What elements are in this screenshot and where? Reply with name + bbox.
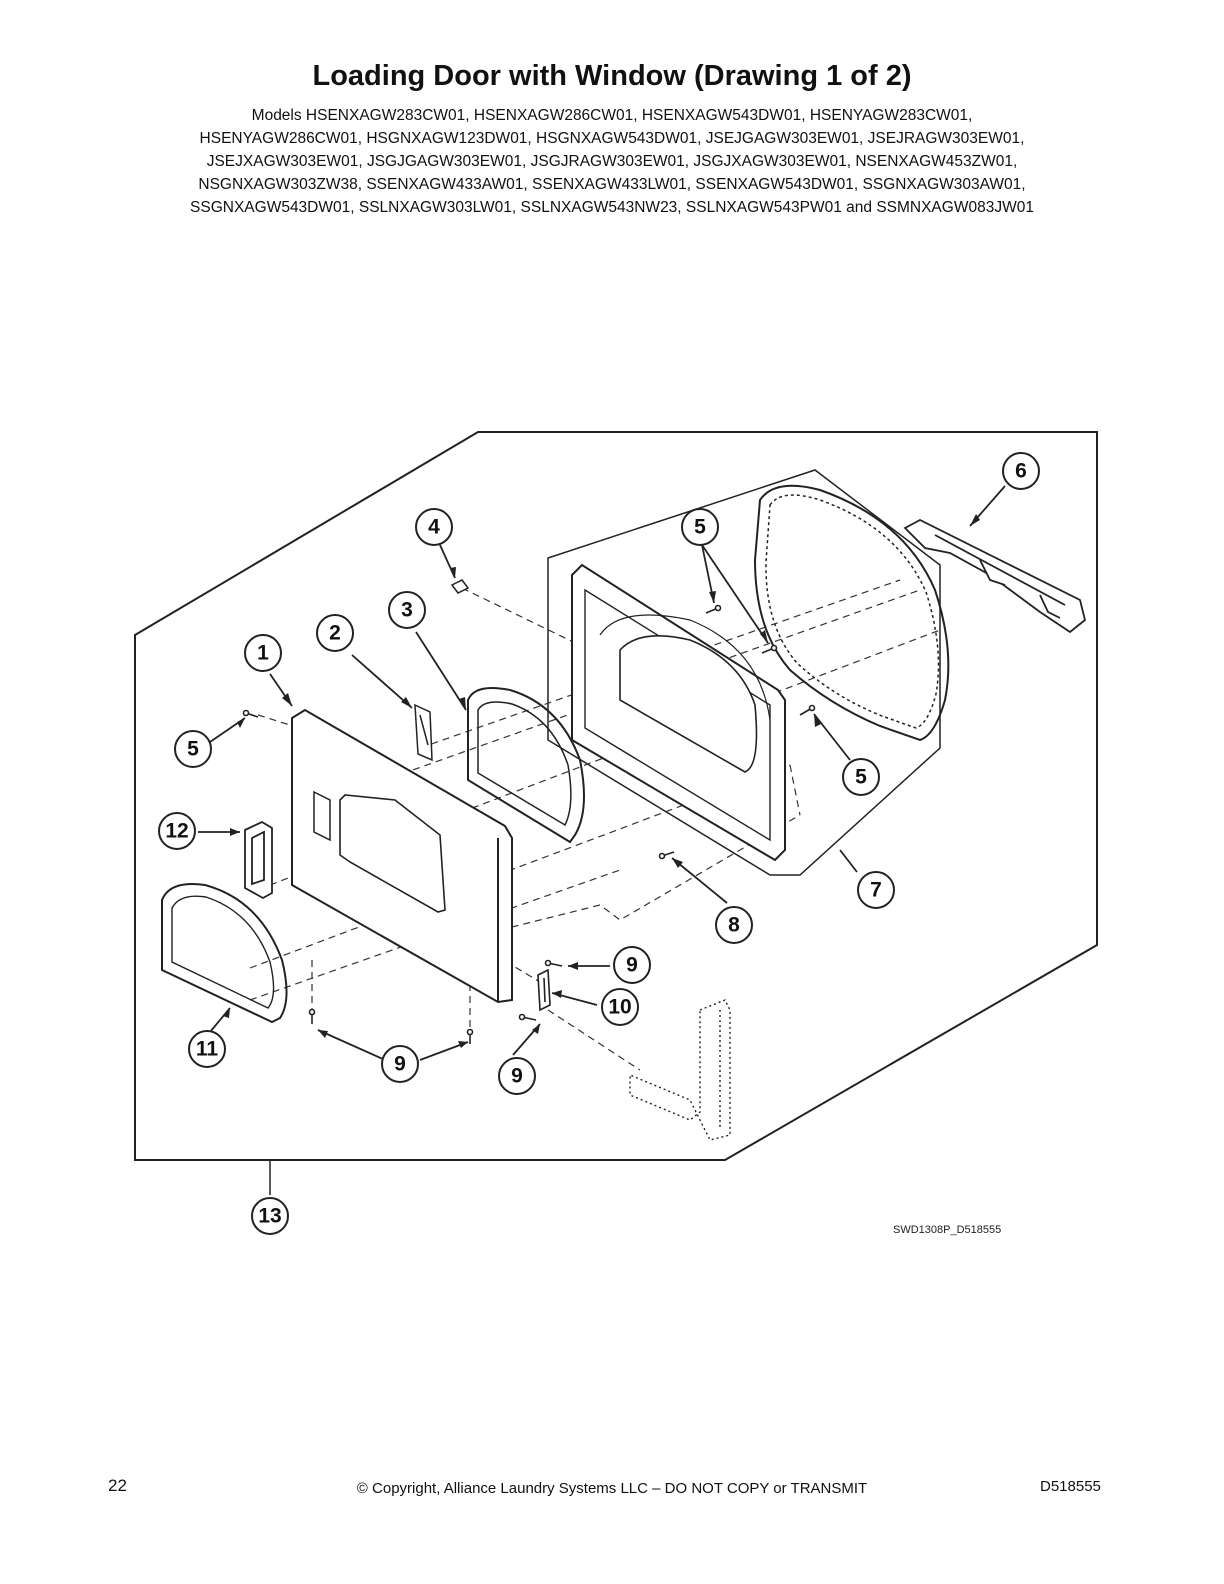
document-number: D518555 xyxy=(1040,1478,1101,1495)
callout-6: 6 xyxy=(1002,452,1040,490)
svg-text:9: 9 xyxy=(511,1065,523,1088)
outer-door-panel xyxy=(291,708,513,1004)
callout-7: 7 xyxy=(857,871,895,909)
callout-8: 8 xyxy=(715,906,753,944)
callout-5-right: 5 xyxy=(842,758,880,796)
svg-text:12: 12 xyxy=(165,820,188,843)
callout-1: 1 xyxy=(244,634,282,672)
bracket xyxy=(414,703,433,762)
clip xyxy=(450,579,470,594)
page-title: Loading Door with Window (Drawing 1 of 2… xyxy=(312,60,912,92)
models-line: JSEJXAGW303EW01, JSGJGAGW303EW01, JSGJRA… xyxy=(206,153,1018,170)
callout-13: 13 xyxy=(251,1197,289,1235)
callout-9-bottom: 9 xyxy=(381,1045,419,1083)
svg-text:2: 2 xyxy=(329,622,341,645)
models-line: Models HSENXAGW283CW01, HSENXAGW286CW01,… xyxy=(251,107,973,124)
models-line: HSENYAGW286CW01, HSGNXAGW123DW01, HSGNXA… xyxy=(199,130,1025,147)
svg-text:7: 7 xyxy=(870,879,882,902)
arrowheads xyxy=(223,514,980,1048)
svg-text:4: 4 xyxy=(428,516,440,539)
door-handle xyxy=(903,518,1087,634)
callout-10: 10 xyxy=(601,988,639,1026)
models-line: NSGNXAGW303ZW38, SSENXAGW433AW01, SSENXA… xyxy=(198,176,1026,193)
latch-insert xyxy=(244,820,273,900)
svg-text:9: 9 xyxy=(626,954,638,977)
svg-text:8: 8 xyxy=(728,914,740,937)
screws xyxy=(242,604,816,1044)
svg-text:5: 5 xyxy=(694,516,706,539)
inner-panel-boundary xyxy=(547,469,941,876)
callout-12: 12 xyxy=(158,812,196,850)
svg-text:11: 11 xyxy=(196,1038,219,1061)
svg-text:6: 6 xyxy=(1015,460,1027,483)
callout-5-left: 5 xyxy=(174,730,212,768)
copyright-notice: © Copyright, Alliance Laundry Systems LL… xyxy=(356,1480,868,1497)
callout-3: 3 xyxy=(388,591,426,629)
svg-text:5: 5 xyxy=(855,766,867,789)
cabinet-outline xyxy=(629,999,731,1141)
callout-11: 11 xyxy=(188,1030,226,1068)
hinge xyxy=(537,968,551,1012)
models-line: SSGNXAGW543DW01, SSLNXAGW303LW01, SSLNXA… xyxy=(190,199,1034,216)
callout-5-top: 5 xyxy=(681,508,719,546)
svg-text:9: 9 xyxy=(394,1053,406,1076)
callout-9-hinge: 9 xyxy=(498,1057,536,1095)
svg-text:1: 1 xyxy=(257,642,269,665)
window-trim xyxy=(161,883,288,1024)
assembly-boundary xyxy=(134,431,1098,1161)
window-frame xyxy=(467,687,585,844)
svg-text:3: 3 xyxy=(401,599,413,622)
callout-2: 2 xyxy=(316,614,354,652)
inner-door-panel xyxy=(571,563,786,862)
callout-9-top: 9 xyxy=(613,946,651,984)
door-gasket xyxy=(753,484,950,742)
page-number: 22 xyxy=(108,1476,127,1495)
svg-text:10: 10 xyxy=(608,996,631,1019)
models-list: Models HSENXAGW283CW01, HSENXAGW286CW01,… xyxy=(100,104,1124,219)
callout-4: 4 xyxy=(415,508,453,546)
svg-text:5: 5 xyxy=(187,738,199,761)
drawing-reference-code: SWD1308P_D518555 xyxy=(893,1224,1002,1236)
svg-text:13: 13 xyxy=(258,1205,281,1228)
